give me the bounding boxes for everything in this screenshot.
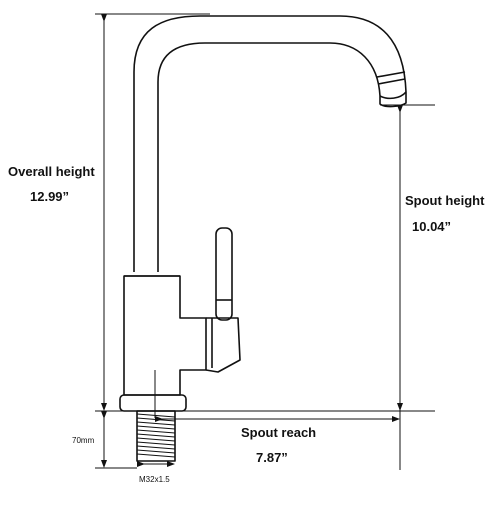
valve-body	[123, 275, 207, 396]
spout-height-label: Spout height	[405, 193, 485, 208]
base-flange	[119, 394, 187, 412]
spout-height-value: 10.04”	[412, 219, 452, 234]
cartridge-housing	[205, 317, 241, 373]
base-height-label: 70mm	[72, 436, 95, 445]
spout-reach-label: Spout reach	[241, 425, 317, 440]
faucet-body	[119, 15, 407, 462]
overall-height-label: Overall height	[8, 164, 95, 179]
spout-outer-outline	[133, 15, 407, 272]
spout-reach-value: 7.87”	[256, 450, 288, 465]
handle-lever	[215, 227, 233, 321]
spout-tip	[379, 92, 407, 108]
overall-height-value: 12.99”	[30, 189, 70, 204]
thread-size-label: M32x1.5	[139, 475, 170, 484]
thread-lines	[136, 413, 176, 458]
spout-inner-outline	[157, 42, 381, 272]
